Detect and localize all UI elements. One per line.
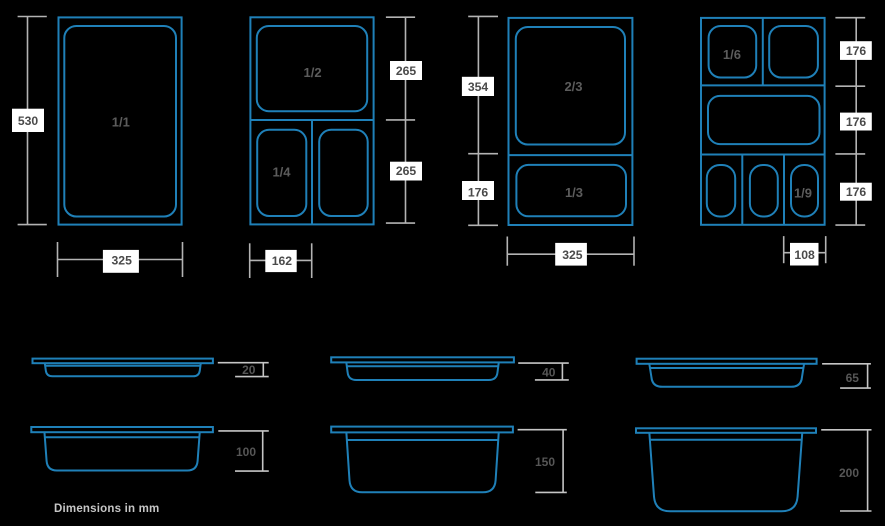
svg-text:1/4: 1/4 — [272, 165, 291, 180]
svg-text:2/3: 2/3 — [564, 79, 582, 94]
svg-text:176: 176 — [846, 185, 867, 199]
svg-text:150: 150 — [535, 455, 555, 469]
svg-text:162: 162 — [272, 254, 293, 268]
svg-text:Dimensions in mm: Dimensions in mm — [54, 503, 159, 515]
svg-text:108: 108 — [794, 248, 815, 262]
svg-text:176: 176 — [846, 115, 867, 129]
svg-text:325: 325 — [112, 253, 133, 267]
svg-text:325: 325 — [562, 248, 583, 262]
svg-text:20: 20 — [242, 363, 256, 377]
svg-text:1/9: 1/9 — [794, 186, 812, 201]
svg-text:200: 200 — [839, 466, 859, 480]
svg-text:1/2: 1/2 — [304, 65, 322, 80]
svg-text:40: 40 — [542, 366, 556, 380]
svg-text:265: 265 — [396, 64, 417, 78]
svg-text:1/3: 1/3 — [565, 185, 583, 200]
svg-text:176: 176 — [468, 185, 489, 199]
svg-text:176: 176 — [846, 44, 867, 58]
svg-text:530: 530 — [18, 114, 39, 128]
svg-text:1/6: 1/6 — [723, 47, 741, 62]
svg-text:354: 354 — [468, 80, 489, 94]
svg-text:265: 265 — [396, 164, 417, 178]
svg-text:100: 100 — [236, 445, 256, 459]
svg-text:1/1: 1/1 — [112, 115, 130, 130]
svg-text:65: 65 — [846, 371, 860, 385]
